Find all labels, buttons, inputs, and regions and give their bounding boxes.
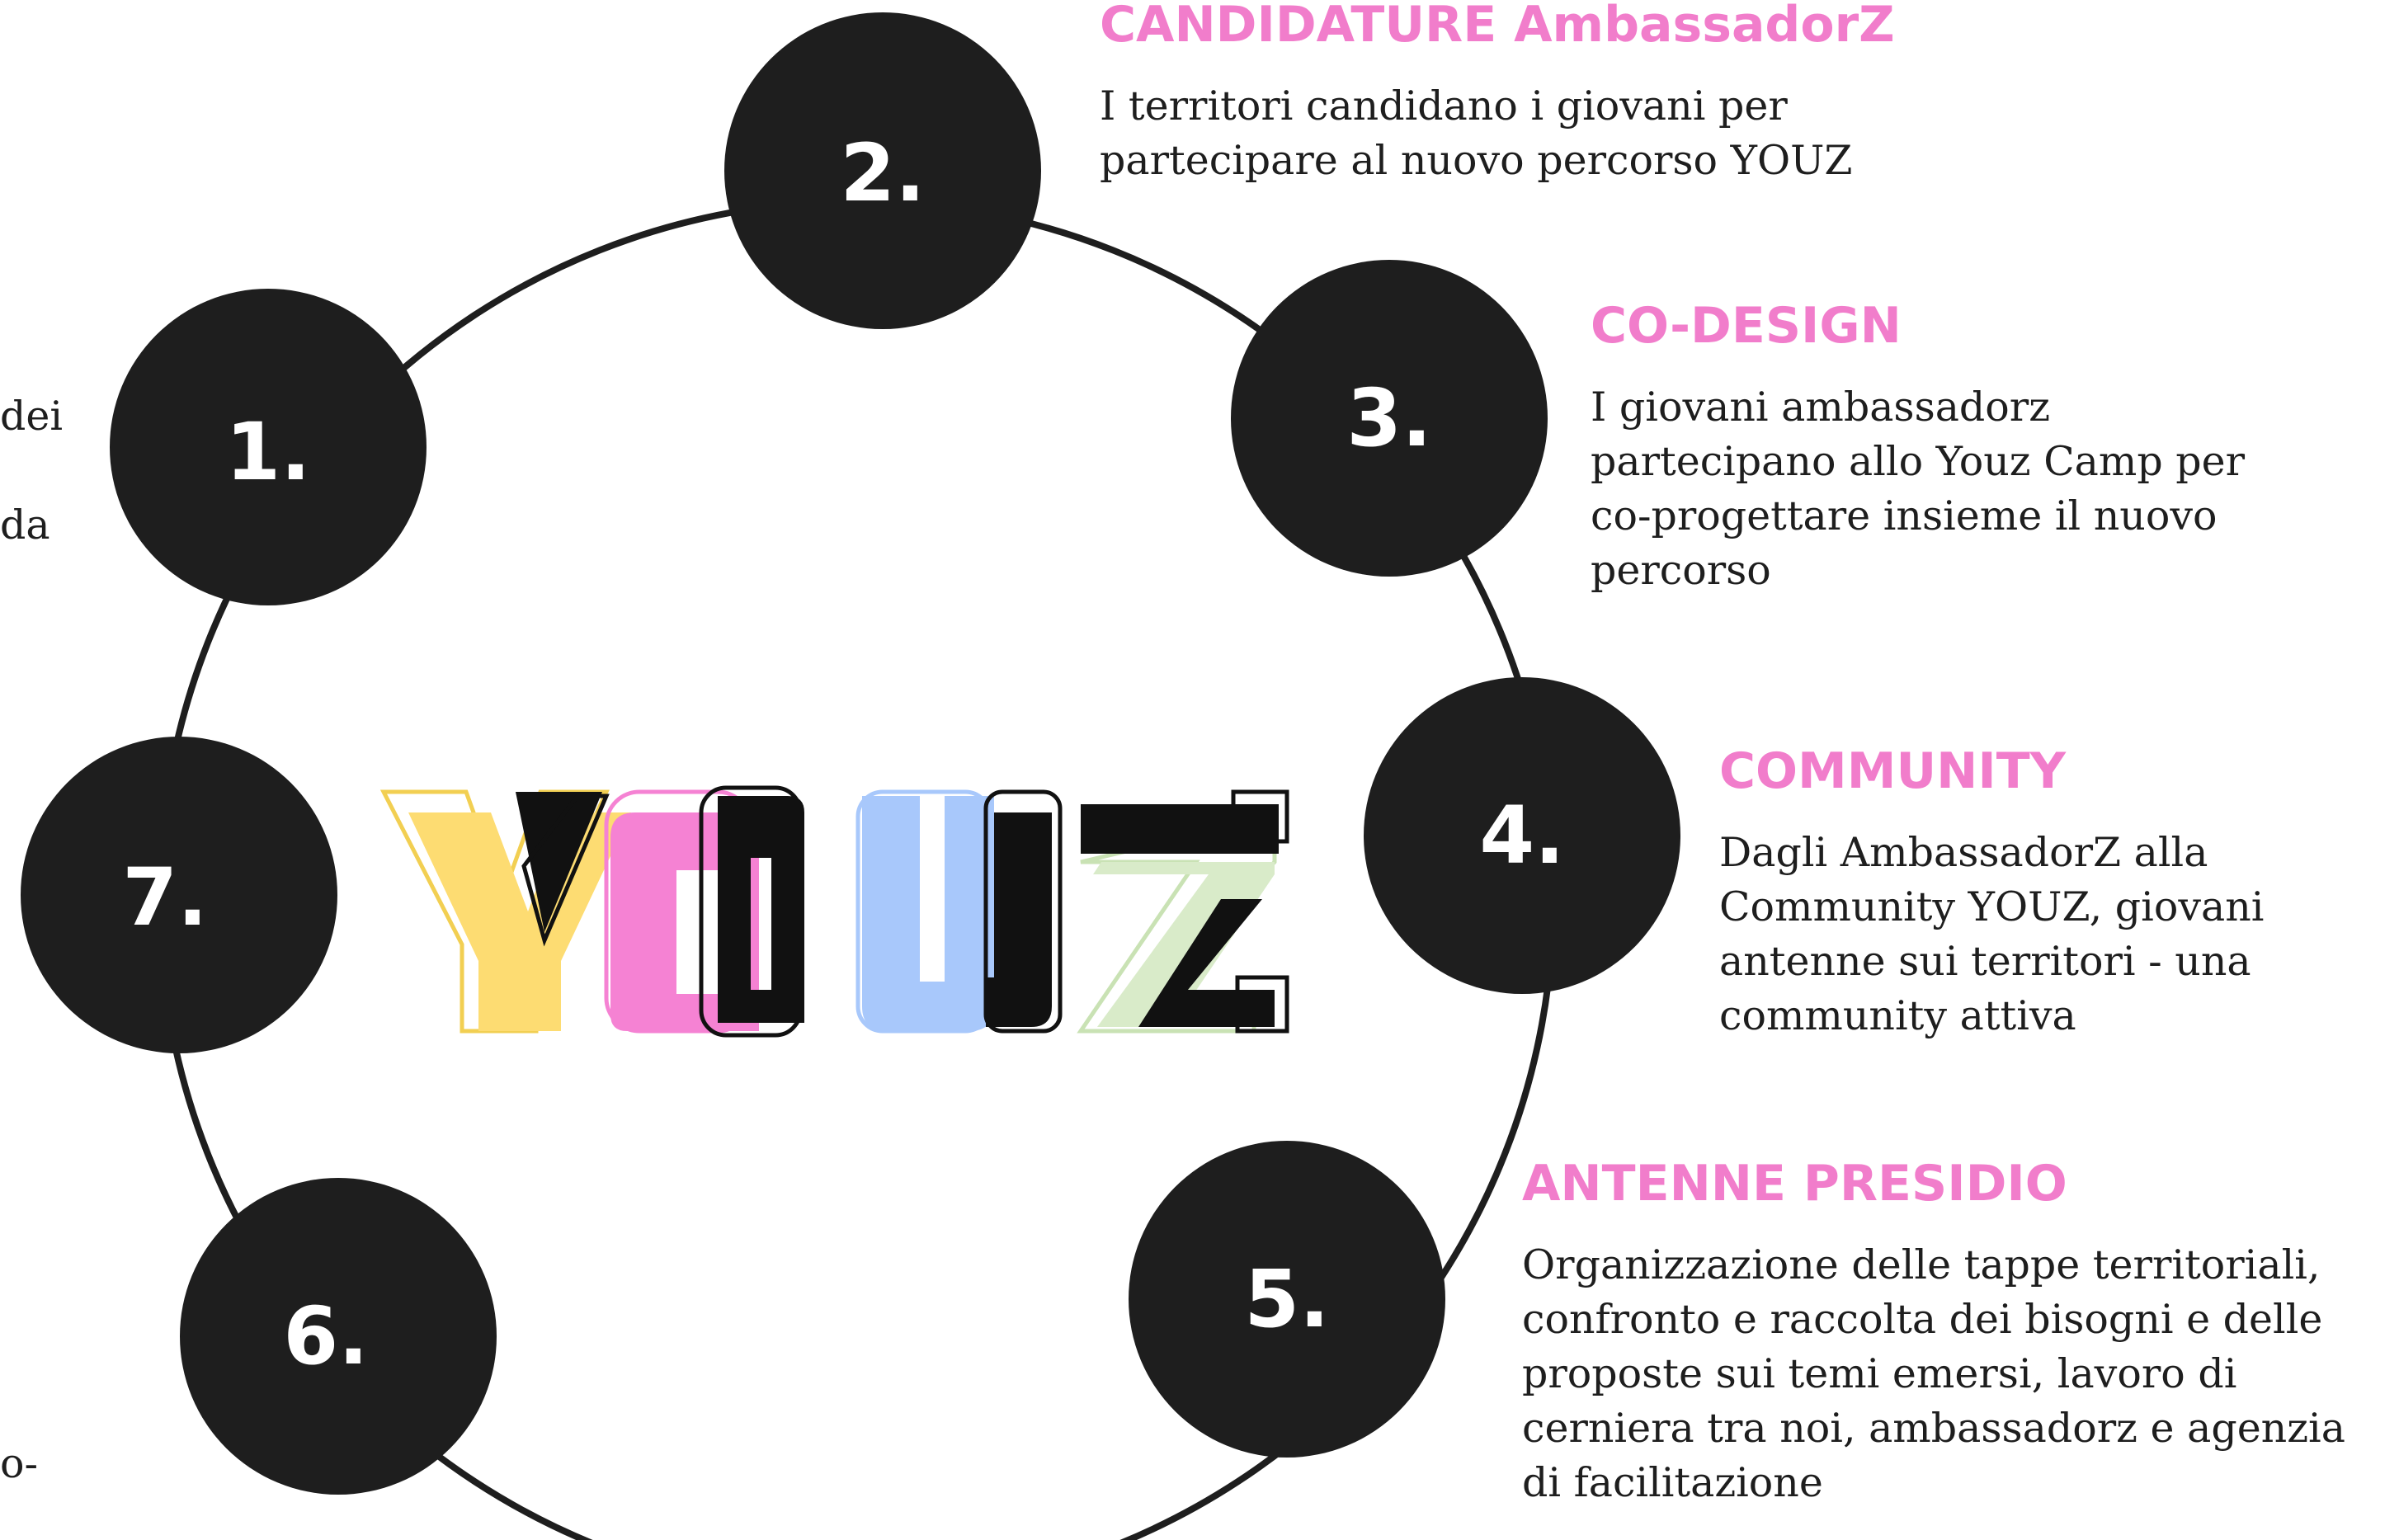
step-2-heading: CANDIDATURE AmbassadorZ: [1100, 0, 1895, 54]
step-2-description: CANDIDATURE AmbassadorZ I territori cand…: [1100, 0, 1895, 188]
logo-letter-u: [855, 789, 1063, 1034]
step-node-5-circle: [1129, 1141, 1445, 1458]
step-node-1-circle: [110, 289, 427, 605]
step-node-6: 6.: [180, 1178, 497, 1495]
step-5-description: ANTENNE PRESIDIO Organizzazione delle ta…: [1522, 1159, 2345, 1510]
step-node-6-circle: [180, 1178, 497, 1495]
step-node-2-circle: [724, 12, 1041, 329]
step-4-description: COMMUNITY Dagli AmbassadorZ alla Communi…: [1719, 746, 2264, 1043]
step-node-4: 4.: [1364, 677, 1680, 994]
left-fragment-3: o-: [0, 1440, 39, 1487]
step-node-7-circle: [21, 737, 337, 1053]
step-node-2: 2.: [724, 12, 1041, 329]
step-node-1: 1.: [110, 289, 427, 605]
step-node-4-number: 4.: [1479, 789, 1564, 882]
step-4-heading: COMMUNITY: [1719, 742, 2067, 800]
step-node-7-number: 7.: [122, 851, 207, 944]
logo-letter-o: [604, 785, 804, 1038]
left-fragment-1: dei: [0, 393, 64, 440]
step-4-text: Dagli AmbassadorZ alla Community YOUZ, g…: [1719, 829, 2265, 1039]
logo-letter-z: [1077, 789, 1289, 1034]
step-node-6-number: 6.: [283, 1290, 368, 1382]
step-5-heading: ANTENNE PRESIDIO: [1522, 1155, 2067, 1213]
left-fragment-2: da: [0, 502, 50, 549]
step-node-3-circle: [1231, 260, 1548, 577]
step-node-5: 5.: [1129, 1141, 1445, 1458]
step-3-description: CO-DESIGN I giovani ambassadorz partecip…: [1591, 301, 2245, 598]
youz-logo: [379, 785, 1289, 1038]
step-node-5-number: 5.: [1244, 1253, 1329, 1345]
step-3-heading: CO-DESIGN: [1591, 297, 1902, 355]
step-node-7: 7.: [21, 737, 337, 1053]
step-node-3: 3.: [1231, 260, 1548, 577]
step-node-4-circle: [1364, 677, 1680, 994]
step-2-text: I territori candidano i giovani per part…: [1100, 82, 1853, 184]
step-5-text: Organizzazione delle tappe territoriali,…: [1522, 1241, 2345, 1506]
step-node-3-number: 3.: [1346, 372, 1431, 464]
step-3-text: I giovani ambassadorz partecipano allo Y…: [1591, 384, 2246, 594]
step-node-2-number: 2.: [840, 127, 925, 219]
step-node-1-number: 1.: [225, 406, 310, 498]
logo-letter-y: [379, 789, 631, 1034]
